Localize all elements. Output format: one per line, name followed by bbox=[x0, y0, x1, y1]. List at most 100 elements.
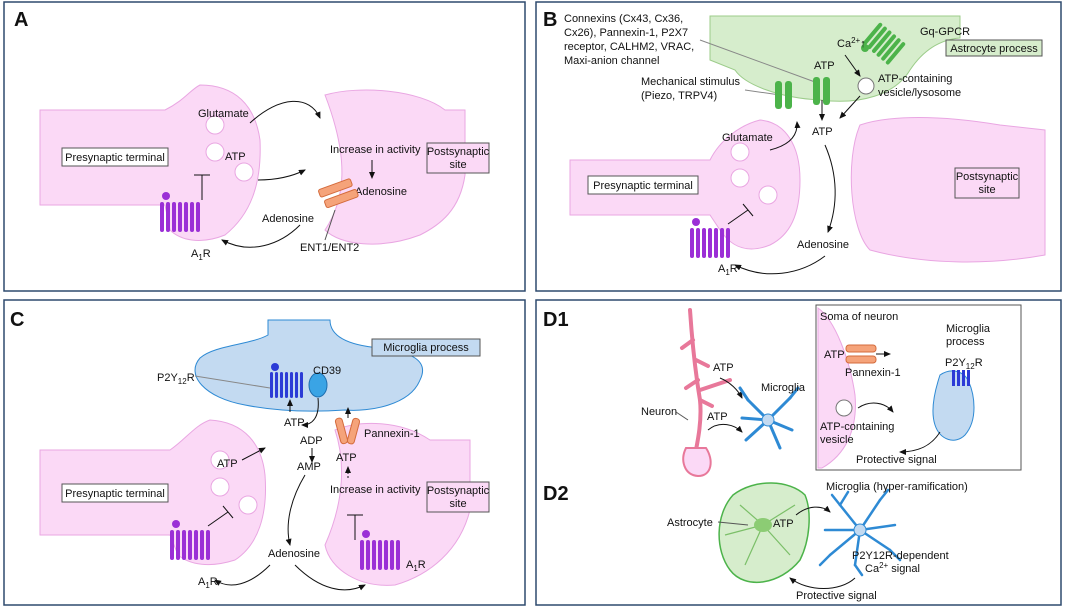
microglia-soma bbox=[761, 413, 775, 427]
postsynaptic-site-shape bbox=[850, 117, 1046, 263]
postsynaptic-label-2: site bbox=[978, 184, 995, 196]
vesicle bbox=[730, 168, 750, 188]
adenosine-pre-label: Adenosine bbox=[262, 213, 314, 225]
microglia-hr-label: Microglia (hyper-ramification) bbox=[826, 481, 968, 493]
leader-line bbox=[324, 209, 336, 241]
panel-b: B Astrocyte process Connexins (Cx43, Cx3… bbox=[535, 1, 1062, 292]
vesicle bbox=[205, 142, 225, 162]
glutamate-label: Glutamate bbox=[722, 132, 773, 144]
astro-label: Astrocyte process bbox=[950, 43, 1038, 55]
panel-c-label: C bbox=[10, 309, 24, 331]
astro-label-box bbox=[945, 39, 1043, 57]
arrow bbox=[899, 431, 941, 455]
mechanical-line-2: (Piezo, TRPV4) bbox=[641, 90, 717, 102]
leader-line bbox=[675, 411, 689, 421]
pannexin-label: Pannexin-1 bbox=[364, 428, 420, 440]
p2y12r-inset-label: P2Y12R bbox=[945, 357, 983, 371]
atp-mid-label: ATP bbox=[284, 417, 305, 429]
vesicle bbox=[210, 477, 230, 497]
panel-c: C Microglia process P2Y12R CD39 ATP ADP … bbox=[3, 299, 526, 606]
postsynaptic-label-2: site bbox=[449, 498, 466, 510]
postsynaptic-label-2: site bbox=[449, 159, 466, 171]
postsynaptic-label-1: Postsynaptic bbox=[956, 171, 1019, 183]
presynaptic-label-box bbox=[587, 175, 699, 195]
increase-activity-label: Increase in activity bbox=[330, 484, 421, 496]
arrow bbox=[795, 505, 831, 516]
arrow bbox=[249, 100, 321, 124]
soma-label: Soma of neuron bbox=[820, 311, 898, 323]
arrow bbox=[734, 255, 826, 275]
presynaptic-label-box bbox=[61, 147, 169, 167]
a1r-label-main: A1R bbox=[191, 248, 211, 262]
astrocyte-label: Astrocyte bbox=[667, 517, 713, 529]
p2y12r-label: P2Y12R bbox=[157, 372, 195, 386]
arrow bbox=[789, 577, 856, 589]
leader-line bbox=[744, 89, 781, 96]
microglia-d2-soma bbox=[853, 523, 867, 537]
presynaptic-label: Presynaptic terminal bbox=[593, 180, 693, 192]
adp-label: ADP bbox=[300, 435, 323, 447]
presynaptic-label: Presynaptic terminal bbox=[65, 152, 165, 164]
atp-inset-label: ATP bbox=[824, 349, 845, 361]
leader-line bbox=[699, 39, 816, 83]
arrow bbox=[257, 169, 306, 181]
inhibition-line bbox=[727, 209, 749, 225]
atp-mid-label: ATP bbox=[812, 126, 833, 138]
atp-top-label: ATP bbox=[713, 362, 734, 374]
pannexin-channel bbox=[334, 417, 361, 445]
panel-d2-label: D2 bbox=[543, 483, 569, 505]
neuron-label: Neuron bbox=[641, 406, 677, 418]
inhibition-line bbox=[207, 511, 229, 527]
microglia-label-box bbox=[371, 338, 481, 357]
p2y-d2-line-2: Ca2+ signal bbox=[865, 561, 920, 575]
microglia-label: Microglia bbox=[761, 382, 806, 394]
g-protein bbox=[861, 44, 869, 52]
mechanical-line-1: Mechanical stimulus bbox=[641, 76, 741, 88]
arrow bbox=[769, 121, 801, 151]
postsynaptic-label-1: Postsynaptic bbox=[427, 485, 490, 497]
protective-d1-label: Protective signal bbox=[856, 454, 937, 466]
vesicle bbox=[205, 115, 225, 135]
vesicle bbox=[238, 495, 258, 515]
a1r-post-label: A1R bbox=[406, 559, 426, 573]
vesicle bbox=[730, 142, 750, 162]
microglia-inset-line-1: Microglia bbox=[946, 323, 991, 335]
channels-line-2: Cx26), Pannexin-1, P2X7 bbox=[564, 27, 688, 39]
inhibition-bar bbox=[222, 505, 234, 519]
arrow bbox=[844, 54, 861, 77]
arrow bbox=[857, 402, 894, 413]
neuron-soma bbox=[682, 447, 712, 478]
atp-top-label: ATP bbox=[814, 60, 835, 72]
postsynaptic-label-box bbox=[954, 167, 1020, 199]
panel-b-label: B bbox=[543, 9, 557, 31]
protective-d2-label: Protective signal bbox=[796, 590, 877, 602]
panel-d1-label: D1 bbox=[543, 309, 569, 331]
microglia-inset-shape bbox=[932, 370, 975, 441]
vesicle bbox=[758, 185, 778, 205]
channels-line-4: Maxi-anion channel bbox=[564, 55, 659, 67]
increase-activity-label: Increase in activity bbox=[330, 144, 421, 156]
postsynaptic-label-1: Postsynaptic bbox=[427, 146, 490, 158]
vesicle-line-1: ATP-containing bbox=[820, 421, 894, 433]
postsynaptic-label-box bbox=[426, 142, 490, 174]
microglia-label: Microglia process bbox=[383, 342, 469, 354]
atp-d2-label: ATP bbox=[773, 518, 794, 530]
a1r-pre-label: A1R bbox=[198, 576, 218, 590]
vesicle-line-1: ATP-containing bbox=[878, 73, 952, 85]
vesicle-line-2: vesicle bbox=[820, 434, 854, 446]
adenosine-post-label: Adenosine bbox=[355, 186, 407, 198]
atp-vesicle bbox=[857, 77, 875, 95]
soma-of-neuron-shape bbox=[817, 307, 856, 469]
pannexin-inset-channel bbox=[845, 344, 877, 364]
gq-gpcr-receptor bbox=[862, 22, 906, 65]
astrocyte-process-shape bbox=[709, 15, 961, 102]
neuron-drawing bbox=[680, 308, 732, 457]
presynaptic-label: Presynaptic terminal bbox=[65, 488, 165, 500]
panel-d: D1 D2 Neuron ATP ATP Microglia bbox=[535, 299, 1062, 606]
leader-line bbox=[194, 375, 271, 389]
cd39-enzyme bbox=[308, 372, 328, 398]
channels-line-1: Connexins (Cx43, Cx36, bbox=[564, 13, 683, 25]
arrow bbox=[839, 95, 861, 119]
presynaptic-label-box bbox=[61, 483, 169, 503]
